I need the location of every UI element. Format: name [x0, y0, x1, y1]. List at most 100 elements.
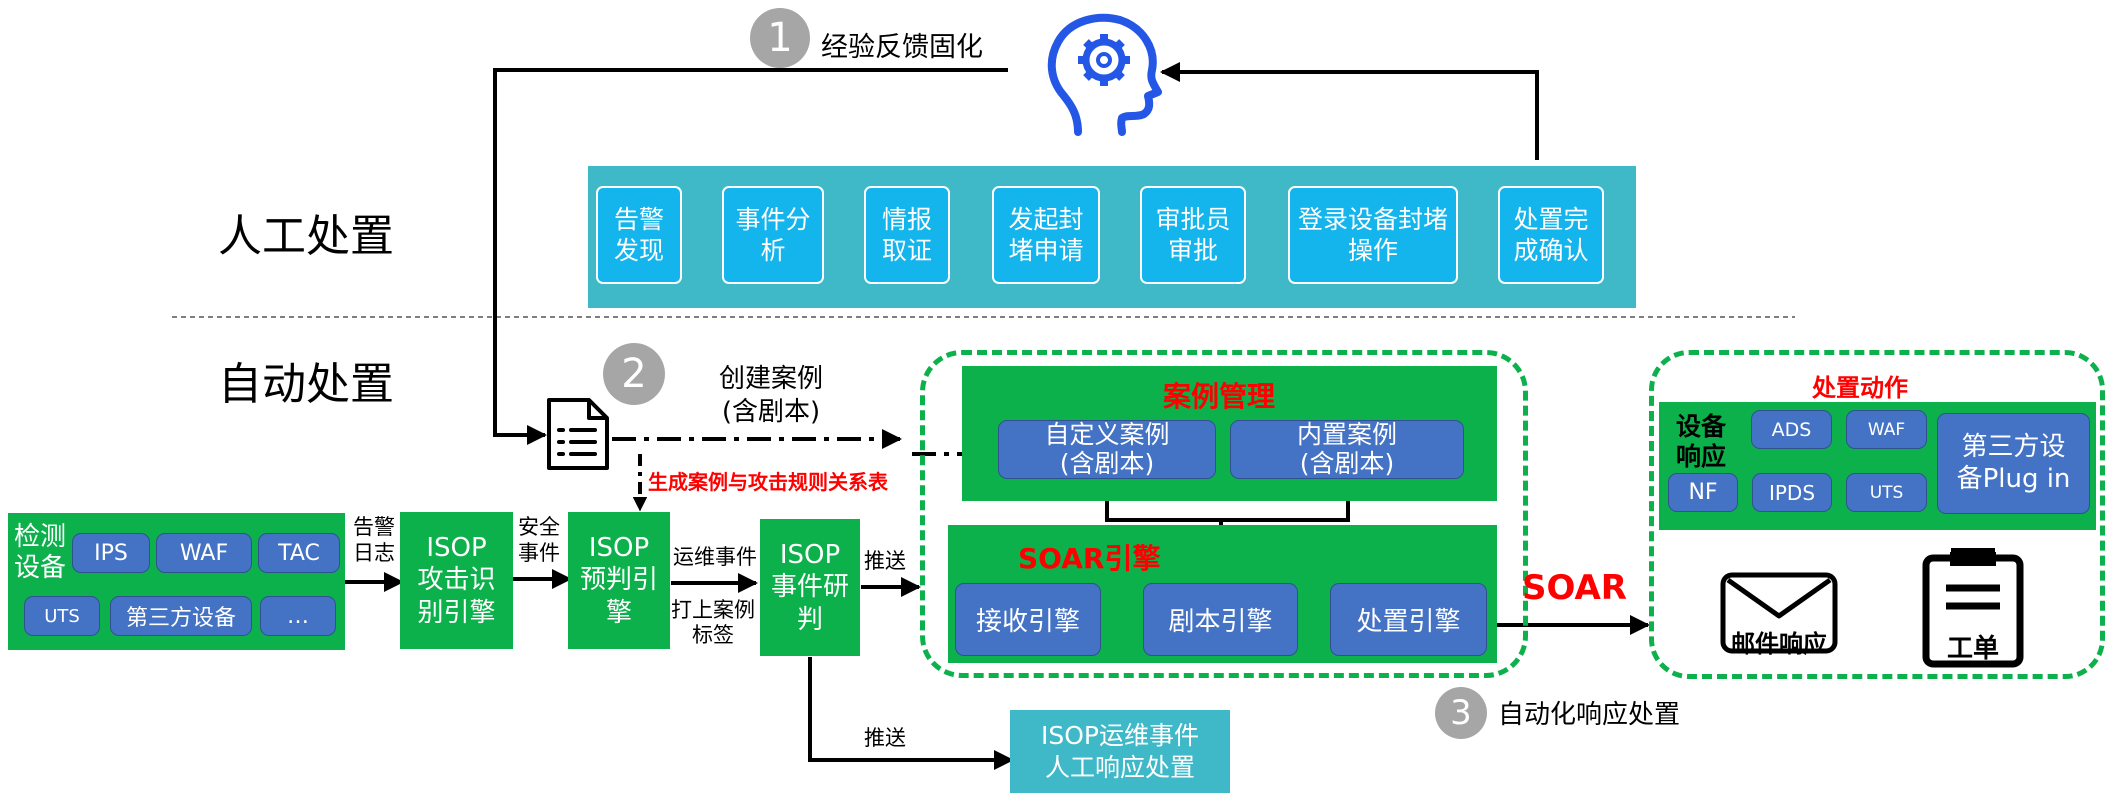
isop-attack-engine-line2: 攻击识: [417, 565, 496, 596]
manual-step-block-request: 发起封 堵申请: [992, 186, 1100, 284]
security-event-label: 安全 事件: [518, 514, 560, 567]
thirdparty-plugin-line2: 备Plug in: [1956, 463, 2071, 494]
ops-event-label: 运维事件: [673, 545, 757, 569]
isop-research-engine-line2: 事件研: [770, 572, 849, 603]
action-item-ads: ADS: [1751, 410, 1832, 449]
ai-brain-head-icon: [1047, 13, 1162, 136]
step-3-label: 自动化响应处置: [1498, 700, 1681, 730]
isop-research-engine-line1: ISOP: [779, 539, 841, 570]
builtin-case-line1: 内置案例: [1296, 419, 1397, 449]
security-event-label-line2: 事件: [518, 541, 560, 566]
step-1-badge: 1: [750, 8, 810, 68]
step-2-label-line2: (含剧本): [721, 396, 821, 427]
ticket-clipboard-icon: [1922, 548, 2024, 668]
manual-step-alarm-line1: 告警: [613, 204, 664, 234]
isop-attack-engine-line1: ISOP: [426, 532, 487, 563]
receive-engine-box: 接收引擎: [955, 583, 1101, 656]
manual-step-confirm-line1: 处置完: [1513, 204, 1589, 234]
thirdparty-plugin-box: 第三方设 备Plug in: [1937, 413, 2090, 514]
detect-devices-title: 检测 设备: [14, 522, 66, 584]
manual-step-confirm-line2: 成确认: [1513, 236, 1589, 265]
case-management-title: 案例管理: [1163, 380, 1276, 413]
manual-step-login-block-line2: 操作: [1347, 236, 1398, 265]
device-response-title: 设备 响应: [1676, 412, 1726, 472]
relation-table-label: 生成案例与攻击规则关系表: [648, 470, 888, 494]
document-icon: [547, 398, 609, 470]
manual-step-block-request-line2: 堵申请: [1008, 236, 1084, 265]
alarm-log-label-line1: 告警: [353, 515, 395, 539]
custom-case-line2: (含剧本): [1059, 448, 1155, 478]
research-to-manual-arrow: [808, 657, 1014, 770]
isop-attack-engine: ISOP 攻击识 别引擎: [400, 512, 513, 649]
ticket-label: 工单: [1946, 634, 1999, 664]
detect-item-thirdparty: 第三方设备: [110, 596, 252, 636]
case-tag-label: 打上案例 标签: [671, 598, 755, 648]
manual-step-login-block-line1: 登录设备封堵: [1297, 204, 1448, 234]
isop-research-engine-line3: 判: [796, 604, 823, 635]
manual-step-intel-line2: 取证: [881, 236, 932, 265]
action-item-waf: WAF: [1846, 410, 1927, 449]
isop-manual-response-box: ISOP运维事件 人工响应处置: [1010, 710, 1230, 793]
action-item-uts: UTS: [1846, 473, 1927, 512]
section-label-auto: 自动处置: [218, 359, 394, 410]
manual-step-approval-line1: 审批员: [1155, 204, 1231, 234]
isop-prejudge-engine-line2: 预判引: [579, 565, 658, 596]
custom-case-box: 自定义案例 (含剧本): [998, 420, 1216, 479]
action-item-nf: NF: [1668, 473, 1738, 512]
manual-step-approval-line2: 审批: [1167, 236, 1218, 265]
device-response-title-line1: 设备: [1676, 412, 1727, 441]
manual-step-approval: 审批员 审批: [1140, 186, 1246, 284]
detect-devices-title-line1: 检测: [14, 522, 67, 552]
manual-step-confirm: 处置完 成确认: [1498, 186, 1604, 284]
detect-item-tac: TAC: [258, 533, 340, 573]
panel-to-head-arrow: [1160, 62, 1539, 160]
isop-attack-engine-line3: 别引擎: [417, 597, 496, 628]
case-tag-label-line1: 打上案例: [671, 598, 755, 622]
soar-system-container: [920, 350, 1528, 678]
actions-title: 处置动作: [1812, 374, 1908, 402]
dispose-engine-box: 处置引擎: [1330, 583, 1487, 656]
builtin-case-box: 内置案例 (含剧本): [1230, 420, 1464, 479]
push-label-soar: 推送: [864, 549, 906, 573]
security-event-label-line1: 安全: [518, 515, 560, 539]
actions-container: [1649, 350, 2105, 679]
detect-item-uts: UTS: [24, 596, 100, 636]
builtin-case-line2: (含剧本): [1299, 448, 1395, 478]
action-item-ipds: IPDS: [1752, 473, 1832, 512]
detect-item-ips: IPS: [72, 533, 150, 573]
device-response-title-line2: 响应: [1676, 442, 1727, 471]
manual-step-intel: 情报 取证: [864, 186, 950, 284]
manual-step-alarm: 告警 发现: [596, 186, 682, 284]
step-3-badge: 3: [1435, 687, 1487, 739]
manual-step-analysis-line2: 析: [760, 236, 786, 265]
detect-devices-title-line2: 设备: [14, 553, 67, 584]
isop-manual-response-line1: ISOP运维事件: [1041, 721, 1199, 751]
manual-step-analysis: 事件分 析: [722, 186, 824, 284]
isop-manual-response-line2: 人工响应处置: [1044, 752, 1195, 782]
isop-research-engine: ISOP 事件研 判: [760, 519, 860, 656]
detect-item-more: …: [260, 596, 336, 636]
mail-envelope-icon: [1720, 572, 1838, 654]
step-2-label-line1: 创建案例: [718, 364, 823, 394]
playbook-engine-box: 剧本引擎: [1143, 583, 1298, 656]
alarm-log-label: 告警 日志: [353, 514, 395, 567]
step-1-label: 经验反馈固化: [821, 32, 983, 63]
manual-step-analysis-line1: 事件分: [735, 204, 811, 234]
case-tag-label-line2: 标签: [692, 623, 734, 648]
isop-prejudge-engine-line3: 擎: [605, 597, 632, 628]
section-label-manual: 人工处置: [218, 211, 394, 262]
isop-prejudge-engine-line1: ISOP: [588, 532, 650, 563]
manual-step-block-request-line1: 发起封: [1008, 204, 1084, 234]
isop-prejudge-engine: ISOP 预判引 擎: [568, 512, 670, 649]
mail-response-label: 邮件响应: [1731, 630, 1827, 658]
feedback-to-doc-arrow: [493, 68, 1008, 445]
step-2-label: 创建案例 (含剧本): [706, 363, 836, 428]
alarm-log-label-line2: 日志: [353, 541, 395, 566]
manual-step-intel-line1: 情报: [881, 204, 932, 234]
manual-step-login-block: 登录设备封堵 操作: [1288, 186, 1458, 284]
custom-case-line1: 自定义案例: [1044, 419, 1170, 449]
step-2-badge: 2: [603, 343, 665, 405]
thirdparty-plugin-line1: 第三方设: [1961, 432, 2066, 463]
push-label-manual: 推送: [864, 726, 906, 750]
detect-item-waf: WAF: [156, 533, 252, 573]
